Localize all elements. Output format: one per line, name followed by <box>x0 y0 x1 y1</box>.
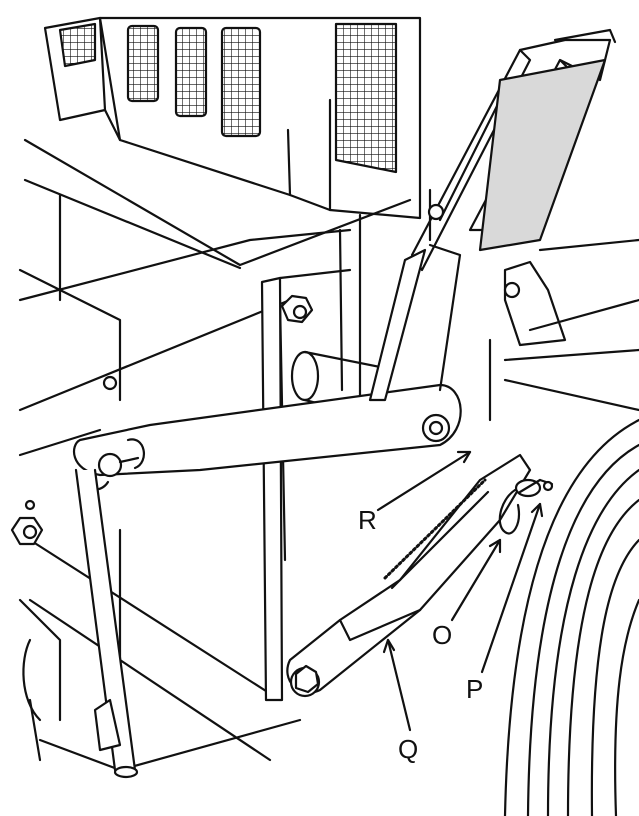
callout-p: P <box>466 674 484 704</box>
leader-o <box>450 538 502 622</box>
fender-panel <box>478 58 639 422</box>
rivet-small <box>24 499 36 511</box>
notched-adjuster-bar <box>286 453 532 698</box>
clevis-pin-left <box>85 438 145 491</box>
vertical-rod <box>74 468 139 779</box>
spring-clip-o <box>498 488 520 535</box>
callout-q: Q <box>398 734 419 764</box>
rear-wheel <box>503 418 639 816</box>
lever-arm <box>72 383 462 477</box>
engine-hood <box>43 16 422 220</box>
leader-r <box>376 450 472 512</box>
lever-link <box>368 243 462 402</box>
upright-plate <box>260 268 352 702</box>
callout-o: O <box>432 620 453 650</box>
callout-r: R <box>358 505 377 535</box>
chassis-frame <box>18 138 412 772</box>
hex-bolt <box>280 294 314 324</box>
hex-bolt-left <box>10 516 44 546</box>
lower-bracket <box>22 638 122 752</box>
leader-q <box>382 638 412 732</box>
leader-p <box>480 502 544 674</box>
clevis-pin-p <box>514 478 554 498</box>
rivet <box>102 375 118 391</box>
